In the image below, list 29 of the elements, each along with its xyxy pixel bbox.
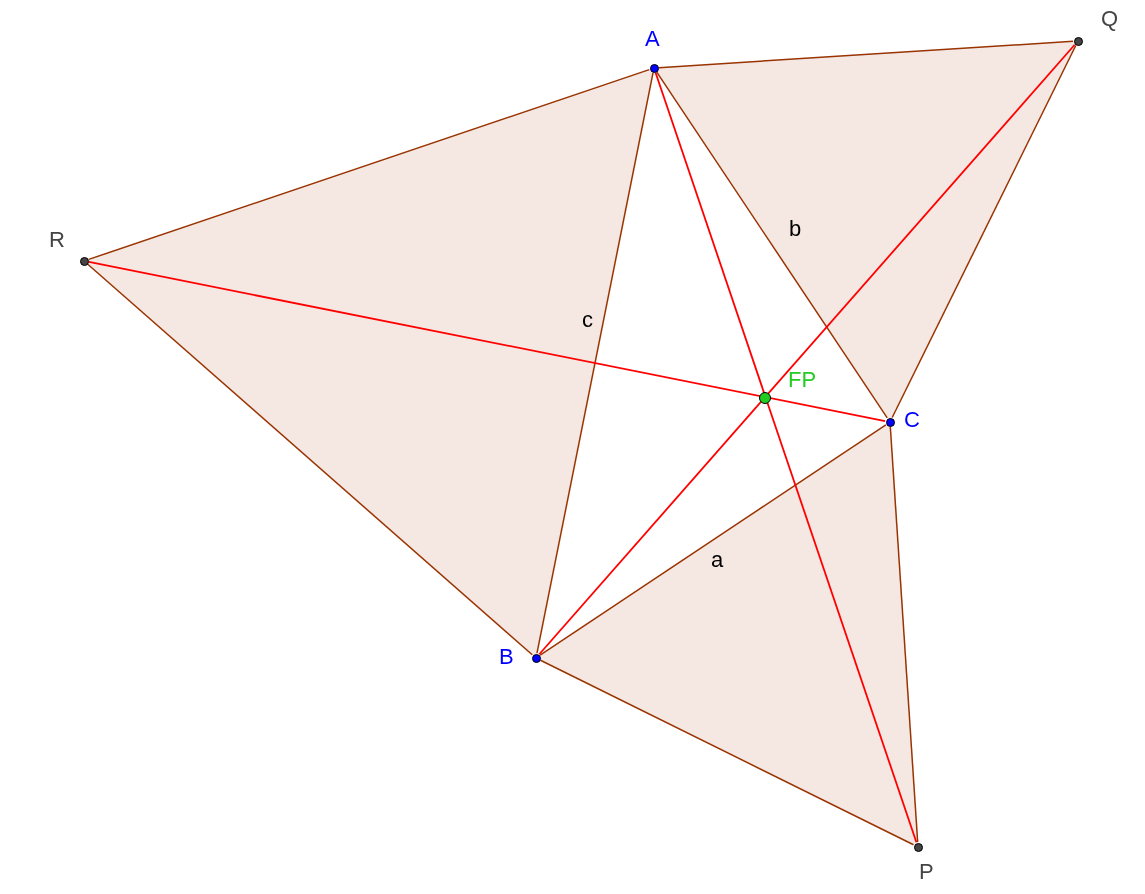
point-marker xyxy=(885,417,895,427)
point-marker xyxy=(79,256,89,266)
edge-label: c xyxy=(582,309,593,331)
point-label: R xyxy=(49,229,65,251)
point-marker xyxy=(531,653,541,663)
point-marker xyxy=(759,392,771,404)
triangle-side xyxy=(656,71,888,419)
triangle-side xyxy=(658,40,1074,69)
triangle-side xyxy=(539,659,915,846)
edge-label: b xyxy=(789,218,802,240)
point-marker xyxy=(913,842,923,852)
point-label: A xyxy=(645,28,660,50)
point-label: FP xyxy=(788,369,817,391)
edge-label: a xyxy=(711,549,724,571)
triangle-side xyxy=(536,72,654,654)
point-label: C xyxy=(904,409,920,431)
point-marker xyxy=(649,63,659,73)
triangle-side xyxy=(889,426,919,843)
line-segment xyxy=(538,43,1076,656)
point-label: B xyxy=(499,646,514,668)
line-segment xyxy=(654,71,918,844)
line-segment xyxy=(88,261,886,422)
triangle-side xyxy=(87,263,533,656)
point-label: P xyxy=(919,861,934,883)
point-label: Q xyxy=(1101,8,1119,30)
triangle-side xyxy=(539,424,887,656)
triangle-side xyxy=(891,44,1077,419)
triangle-side xyxy=(88,68,650,261)
point-marker xyxy=(1073,36,1083,46)
